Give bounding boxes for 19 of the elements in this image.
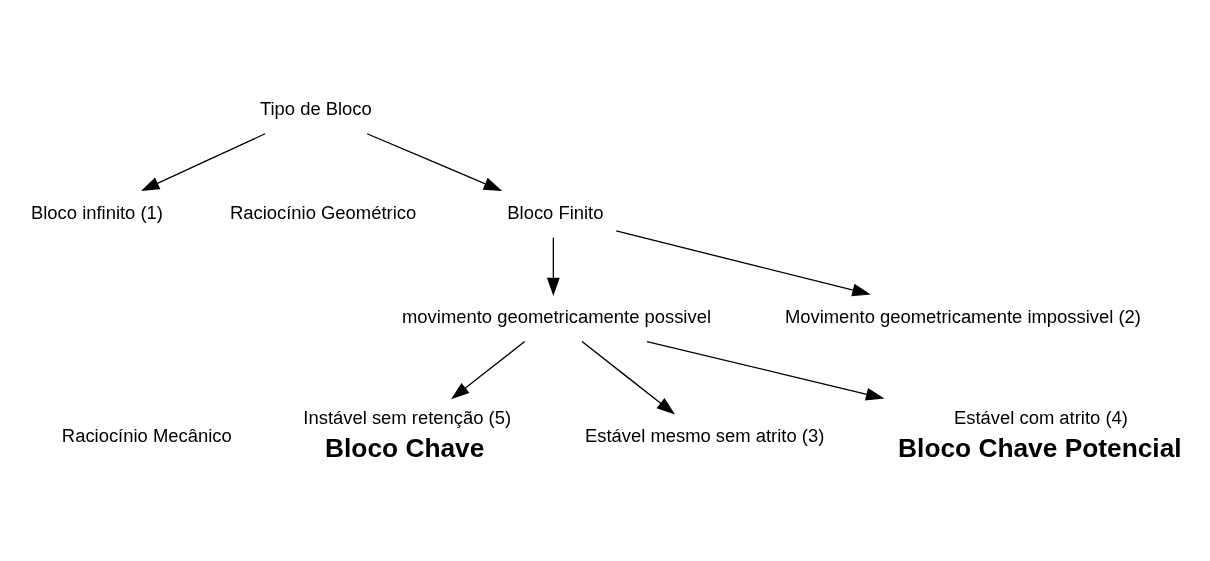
arrow bbox=[451, 340, 526, 399]
node-text: Instável sem retenção (5) bbox=[303, 406, 512, 428]
node-text: movimento geometricamente possivel bbox=[402, 305, 711, 327]
arrow bbox=[366, 132, 503, 191]
arrow bbox=[615, 229, 871, 296]
node-text: Bloco Finito bbox=[507, 201, 604, 223]
arrow bbox=[646, 340, 885, 401]
label: Raciocínio Geométrico bbox=[230, 201, 417, 223]
node-text: Bloco infinito (1) bbox=[30, 201, 163, 223]
node-text: Estável com atrito (4) bbox=[954, 406, 1128, 428]
node-label: Bloco Chave bbox=[325, 432, 485, 463]
label: Raciocínio Mecânico bbox=[61, 424, 232, 446]
arrow bbox=[140, 132, 266, 191]
node-text: Tipo de Bloco bbox=[259, 97, 372, 119]
node-text: Estável mesmo sem atrito (3) bbox=[584, 424, 825, 446]
arrow bbox=[581, 340, 676, 414]
node-text: Movimento geometricamente impossivel (2) bbox=[784, 305, 1141, 327]
arrow bbox=[546, 236, 560, 296]
node-label: Bloco Chave Potencial bbox=[898, 432, 1182, 463]
